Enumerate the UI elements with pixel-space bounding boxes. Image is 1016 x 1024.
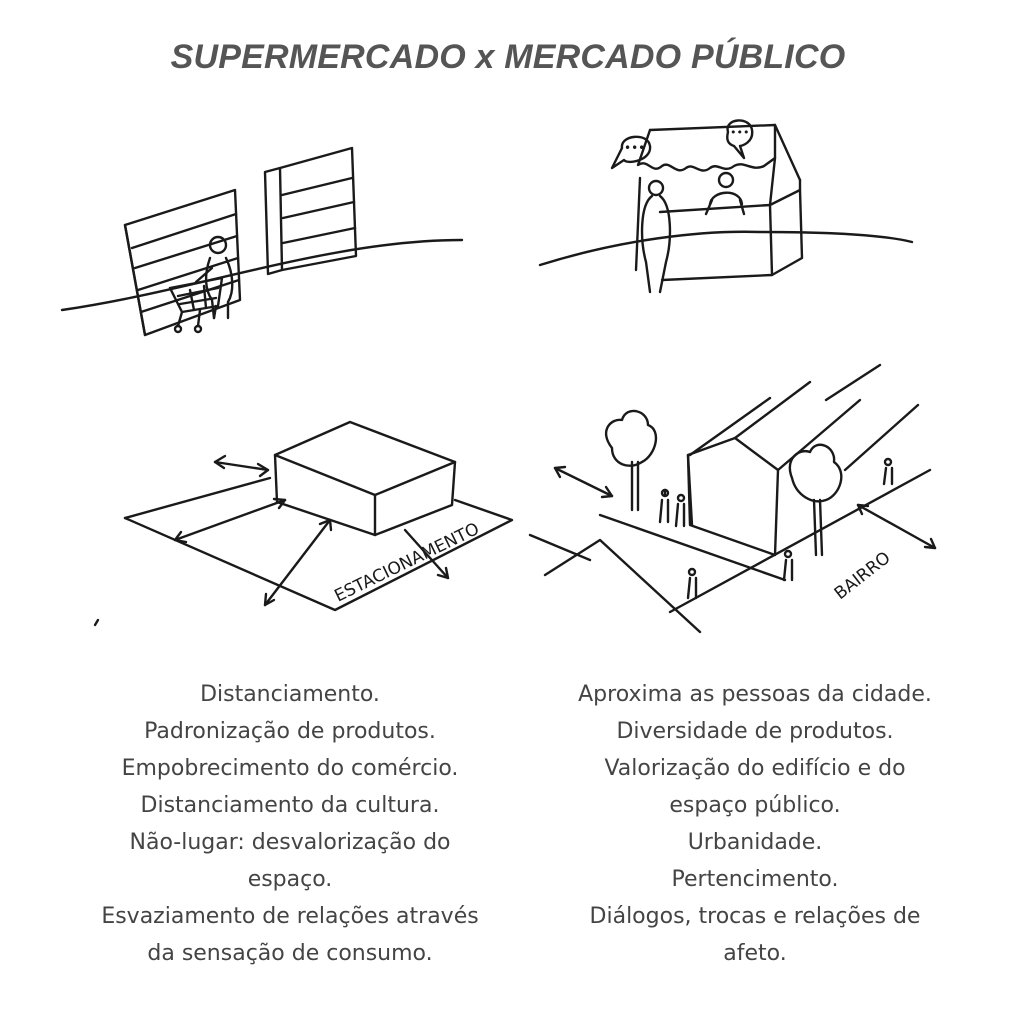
text-line: Aproxima as pessoas da cidade. (578, 682, 932, 707)
text-line: Diálogos, trocas e relações de (589, 904, 921, 929)
text-line: Empobrecimento do comércio. (121, 756, 459, 781)
text-line: Esvaziamento de relações através (101, 904, 479, 929)
text-line: Distanciamento da cultura. (140, 793, 440, 818)
text-line: Padronização de produtos. (144, 719, 436, 744)
text-line: da sensação de consumo. (147, 941, 433, 966)
mercado-description: Aproxima as pessoas da cidade. Diversida… (540, 676, 970, 972)
text-line: Urbanidade. (687, 830, 823, 855)
text-line: espaço público. (669, 793, 841, 818)
text-line: afeto. (723, 941, 787, 966)
neighborhood-label: BAIRRO (831, 548, 895, 604)
supermarket-shelves-cart-sketch (60, 146, 464, 337)
text-line: espaço. (247, 867, 333, 892)
text-line: Não-lugar: desvalorização do (129, 830, 451, 855)
supermercado-description: Distanciamento. Padronização de produtos… (75, 676, 505, 972)
integrated-building-neighborhood-sketch: BAIRRO (528, 363, 937, 634)
isolated-building-parking-sketch: ESTACIONAMENTO (93, 420, 514, 627)
svg-text:•••: ••• (730, 126, 749, 139)
text-line: Valorização do edifício e do (604, 756, 906, 781)
text-line: Diversidade de produtos. (616, 719, 894, 744)
page-title: SUPERMERCADO x MERCADO PÚBLICO (170, 38, 846, 76)
svg-text:•••: ••• (624, 141, 645, 155)
market-stall-conversation-sketch: ••• ••• (538, 119, 914, 294)
text-line: Pertencimento. (671, 867, 839, 892)
text-line: Distanciamento. (200, 682, 380, 707)
